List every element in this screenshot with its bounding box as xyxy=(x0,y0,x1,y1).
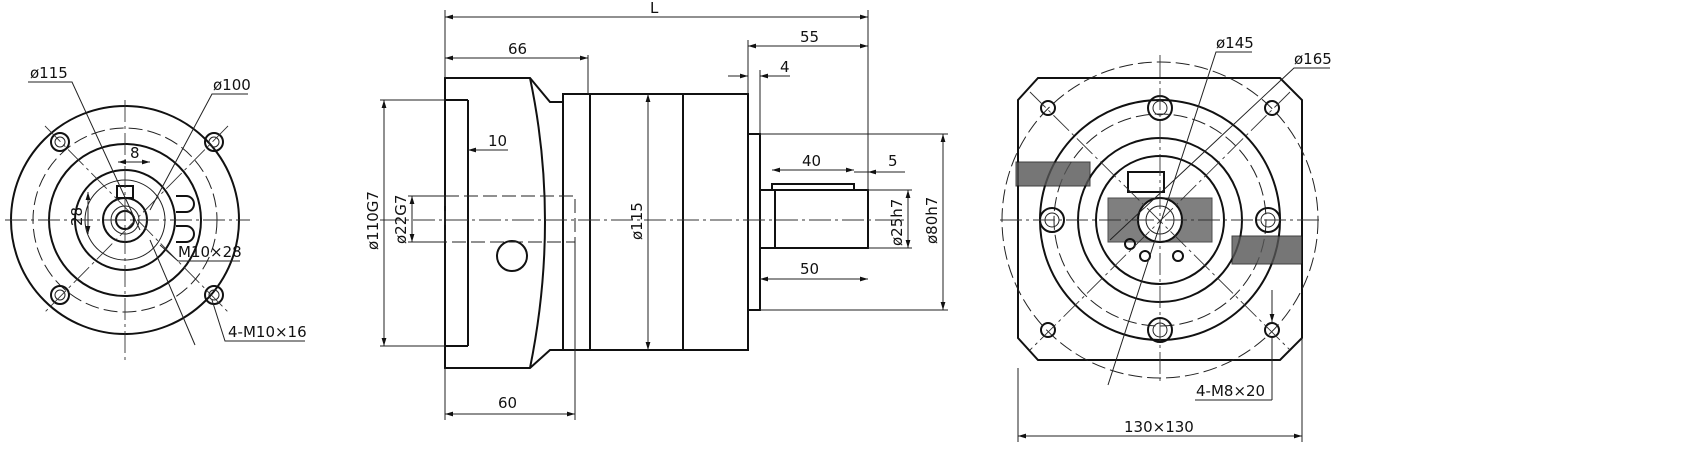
dim-front-dia-100: ø100 xyxy=(213,76,251,94)
bolt-hole xyxy=(1147,317,1173,343)
mount-hole-inner xyxy=(208,289,220,301)
shoulder xyxy=(747,133,761,311)
shaft-key xyxy=(771,183,855,191)
dim-rear-dia-145: ø145 xyxy=(1216,34,1254,52)
dim-side-flange-len: 66 xyxy=(508,40,527,58)
leader-dia-115 xyxy=(28,81,141,231)
mount-hole xyxy=(50,132,70,152)
mount-hole xyxy=(50,285,70,305)
rear-view xyxy=(1000,51,1330,442)
dim-side-shoulder: 4 xyxy=(780,58,790,76)
flange-curve xyxy=(529,77,546,369)
center-line-diag xyxy=(44,125,229,313)
mount-hole xyxy=(204,285,224,305)
leader-line xyxy=(149,239,196,346)
mount-hole-inner xyxy=(54,136,66,148)
dim-front-key-width: 8 xyxy=(130,144,140,162)
dim-front-mount-holes: 4-M10×16 xyxy=(228,323,307,341)
dim-rear-mount-holes: 4-M8×20 xyxy=(1196,382,1265,400)
dim-side-dia-110: ø110G7 xyxy=(364,191,382,250)
leader-dia-165 xyxy=(1109,67,1330,241)
corner-hole xyxy=(1264,100,1280,116)
lug xyxy=(176,195,195,213)
side-section-right xyxy=(1231,235,1303,265)
dim-front-tap-hole: M10×28 xyxy=(178,243,242,261)
side-section-left xyxy=(1015,161,1091,187)
dim-front-dia-115: ø115 xyxy=(30,64,68,82)
side-hole xyxy=(496,240,528,272)
leader-mount-holes xyxy=(211,299,305,342)
dim-rear-square: 130×130 xyxy=(1124,418,1194,436)
leader-dia-145 xyxy=(1107,51,1252,386)
leader-dia-100 xyxy=(149,93,248,211)
dim-side-length: L xyxy=(650,0,659,17)
dim-side-dia-80: ø80h7 xyxy=(923,197,941,244)
rear-center-diag xyxy=(1029,91,1291,351)
lug xyxy=(176,225,195,243)
output-shaft xyxy=(759,189,869,249)
corner-hole xyxy=(1040,100,1056,116)
dim-side-dia-25: ø25h7 xyxy=(888,199,906,246)
leader-tap-hole xyxy=(159,244,240,262)
dim-side-key-len: 40 xyxy=(802,152,821,170)
corner-hole xyxy=(1264,322,1280,338)
key-slot xyxy=(1127,171,1165,193)
dim-side-recess: 10 xyxy=(488,132,507,150)
dim-rear-dia-165: ø165 xyxy=(1294,50,1332,68)
center-line-diag xyxy=(44,125,229,313)
corner-hole xyxy=(1040,322,1056,338)
small-hole xyxy=(1172,250,1184,262)
hidden-bore xyxy=(444,195,576,243)
mount-hole-inner xyxy=(54,289,66,301)
front-view xyxy=(5,81,305,360)
mount-hole-inner xyxy=(208,136,220,148)
mount-hole xyxy=(204,132,224,152)
dim-side-shaft-len: 55 xyxy=(800,28,819,46)
dim-front-shaft-height: 28 xyxy=(68,207,86,226)
dim-side-dia-22: ø22G7 xyxy=(392,195,410,244)
dim-side-body-len: 60 xyxy=(498,394,517,412)
dim-side-key-offset: 5 xyxy=(888,152,898,170)
side-view xyxy=(380,10,948,420)
small-hole xyxy=(1124,238,1136,250)
dim-side-shaft-body: 50 xyxy=(800,260,819,278)
dim-side-dia-115: ø115 xyxy=(628,202,646,240)
